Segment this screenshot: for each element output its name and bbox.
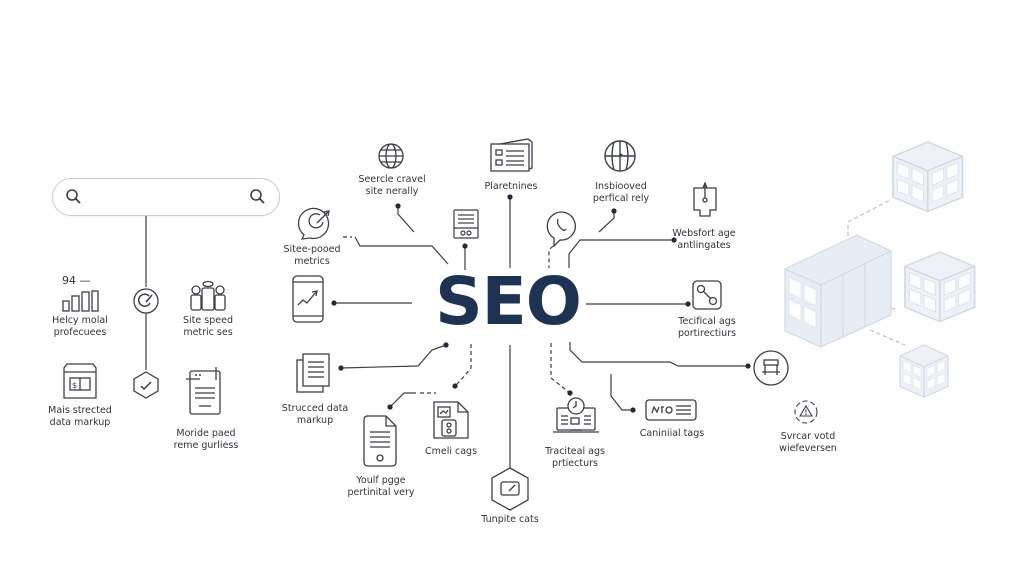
phone-bubble-icon: [546, 211, 576, 248]
node-tunpite-label: Tunpite cats: [481, 514, 538, 526]
node-search-word-label: Svrcar votd wiefeversen: [779, 431, 837, 455]
tag-card-icon: [645, 399, 697, 421]
search-input[interactable]: [52, 178, 280, 216]
article-card-icon: [453, 209, 479, 239]
isometric-cubes-icon: [784, 141, 976, 398]
label-line: Plaretnines: [484, 181, 538, 192]
documents-stack-icon: [296, 353, 330, 393]
search-icon[interactable]: [249, 188, 267, 206]
left-item-3-label: Mais strected data markup: [48, 405, 112, 429]
label-line: prtiecturs: [552, 458, 598, 469]
label-line: site nerally: [365, 186, 419, 197]
node-yoult-page-label: Youlf pgge pertinital very: [347, 475, 414, 499]
label-line: Caniniial tags: [639, 428, 705, 439]
label-line: Seercle cravel: [358, 174, 426, 185]
label-line: portirectiurs: [677, 328, 737, 339]
node-cmeli-label: Cmeli cags: [425, 446, 477, 458]
node-technical-ags-label: Traciteal ags prtiecturs: [545, 446, 605, 470]
node-search-crawl-label: Seercle cravel site nerally: [358, 174, 425, 198]
label-line: Mais strected: [48, 405, 112, 416]
cart-icon[interactable]: [752, 349, 790, 387]
node-insights-label: Insbiooved perfical rely: [593, 181, 649, 205]
label-line: data markup: [49, 417, 111, 428]
laptop-clock-icon: [553, 397, 599, 433]
node-site-speed-label: Sitee-pooed metrics: [283, 244, 340, 268]
seo-title: SEO: [435, 263, 582, 340]
node-placements-label: Plaretnines: [485, 181, 538, 193]
browser-list-icon: [490, 138, 533, 172]
search-icon[interactable]: [65, 188, 83, 206]
label-line: reme gurliess: [173, 440, 239, 451]
pen-tool-icon: [693, 182, 717, 217]
label-line: Youlf pgge: [356, 475, 406, 486]
check-circle-icon: [133, 288, 159, 314]
label-line: Helcy molal: [52, 315, 108, 326]
label-line: Strucced data: [281, 403, 349, 414]
check-hexagon-icon: [133, 371, 159, 399]
left-item-4-label: Moride paed reme gurliess: [174, 428, 239, 452]
warning-cycle-icon: [794, 400, 818, 424]
label-line: Moride paed: [176, 428, 236, 439]
label-line: Sitee-pooed: [283, 244, 341, 255]
label-line: Tecifical ags: [678, 316, 736, 327]
calendar-document-icon: $: [63, 363, 97, 399]
hexagon-screen-icon: [491, 467, 529, 511]
bar-chart-icon: [62, 290, 99, 312]
mobile-document-icon: [363, 415, 397, 467]
globe-icon: [378, 143, 404, 169]
svg-text:$: $: [72, 381, 77, 390]
node-canonical-tags-label: Caniniial tags: [640, 428, 704, 440]
speedometer-icon: [298, 207, 330, 240]
clipboard-document-icon: [186, 367, 221, 415]
link-nodes-icon: [692, 280, 722, 310]
node-website-age-label: Websfort age antlingates: [672, 228, 735, 252]
people-group-icon: [190, 280, 226, 311]
label-line: markup: [296, 415, 334, 426]
label-line: metrics: [294, 256, 330, 267]
node-technical-tags-label: Tecifical ags portirectiurs: [678, 316, 736, 340]
label-line: perfical rely: [592, 193, 650, 204]
label-line: Traciteal ags: [545, 446, 605, 457]
label-line: Websfort age: [672, 228, 736, 239]
file-media-icon: [433, 401, 469, 439]
mobile-trend-icon: [292, 275, 324, 323]
node-structured-data-label: Strucced data markup: [282, 403, 348, 427]
label-line: profecuees: [53, 327, 107, 338]
score-value: 94 —: [62, 274, 91, 287]
globe-grid-icon: [604, 140, 636, 172]
label-line: Site speed: [183, 315, 233, 326]
label-line: pertinital very: [347, 487, 415, 498]
label-line: antlingates: [677, 240, 731, 251]
label-line: wiefeversen: [779, 443, 837, 454]
label-line: Cmeli cags: [424, 446, 478, 457]
label-line: Insbiooved: [595, 181, 647, 192]
label-line: Tunpite cats: [481, 514, 539, 525]
left-item-2-label: Site speed metric ses: [183, 315, 233, 339]
label-line: Svrcar votd: [780, 431, 836, 442]
label-line: metric ses: [183, 327, 233, 338]
left-item-1-label: Helcy molal profecuees: [52, 315, 108, 339]
